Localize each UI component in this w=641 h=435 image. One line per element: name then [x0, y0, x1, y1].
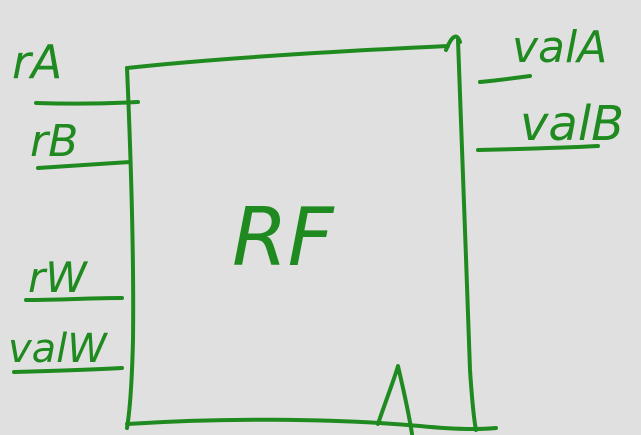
- rf-box-bottom: [125, 417, 498, 432]
- input-ra-label: rA: [12, 35, 62, 89]
- input-ra-wire: [34, 100, 140, 106]
- input-rw-wire: [24, 296, 124, 302]
- rf-box-left: [125, 66, 136, 430]
- input-port-rb: rB: [30, 116, 132, 170]
- register-file-box: RF: [125, 34, 498, 432]
- output-valb-label: valB: [520, 96, 624, 152]
- rf-block-label: RF: [232, 191, 335, 284]
- input-port-rw: rW: [24, 253, 124, 302]
- output-valb-wire: [476, 144, 600, 152]
- input-rw-label: rW: [28, 253, 88, 302]
- output-vala-wire: [478, 74, 532, 84]
- input-rb-label: rB: [30, 116, 78, 167]
- input-valw-label: valW: [8, 326, 108, 372]
- rf-box-top: [125, 44, 450, 70]
- rf-box-right: [456, 38, 478, 432]
- input-valw-wire: [12, 366, 124, 374]
- output-port-valb: valB: [476, 96, 624, 152]
- clock-triangle: [376, 364, 414, 435]
- output-port-vala: valA: [478, 22, 607, 84]
- input-rb-wire: [36, 160, 132, 170]
- output-vala-label: valA: [512, 22, 607, 73]
- input-port-ra: rA: [12, 35, 140, 106]
- input-port-valw: valW: [8, 326, 124, 374]
